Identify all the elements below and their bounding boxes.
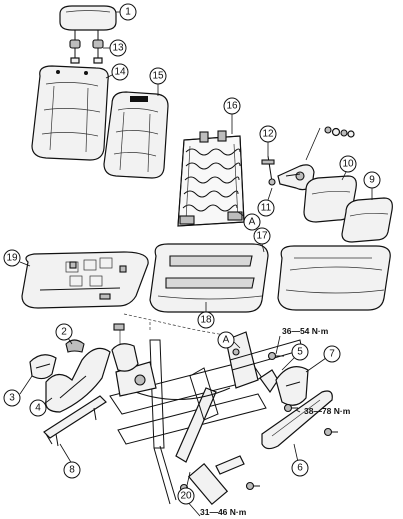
headrest-guides: [69, 39, 104, 64]
cushion-base: [21, 251, 149, 309]
callout-label: 10: [342, 159, 354, 170]
callout-A-top: A: [243, 213, 261, 231]
callout-13: 13: [109, 39, 127, 57]
callout-14: 14: [111, 63, 129, 81]
torque-label: 31—46 N·m: [200, 507, 247, 517]
callout-label: 16: [226, 101, 238, 112]
callout-label: A: [223, 335, 230, 346]
callout-7: 7: [323, 345, 341, 363]
headrest: [59, 5, 117, 40]
callout-11: 11: [257, 199, 275, 217]
torque-spec-36-54: 36—54 N·m: [282, 326, 329, 336]
torque-spec-31-46: 31—46 N·m: [200, 507, 247, 517]
callout-label: 1: [125, 7, 131, 18]
torque-label: 38—78 N·m: [304, 406, 351, 416]
seatback-frame: [177, 130, 245, 227]
callout-17: 17: [253, 227, 271, 245]
callout-15: 15: [149, 67, 167, 85]
callout-label: 17: [256, 231, 268, 242]
callout-label: A: [249, 217, 256, 228]
adjuster-handles: [29, 339, 139, 413]
callout-6: 6: [291, 459, 309, 477]
callout-label: 20: [180, 491, 192, 502]
cushion-trim: [277, 245, 391, 311]
bolt: [245, 481, 260, 491]
callout-label: 14: [114, 67, 126, 78]
callout-label: 19: [6, 253, 18, 264]
callout-9: 9: [363, 171, 381, 189]
seatback-trim: [31, 65, 109, 161]
callout-5: 5: [291, 343, 309, 361]
callout-label: 5: [297, 347, 303, 358]
side-trim-parts: [215, 366, 333, 475]
callout-label: 15: [152, 71, 164, 82]
callout-1: 1: [119, 3, 137, 21]
callout-2: 2: [55, 323, 73, 341]
callout-10: 10: [339, 155, 357, 173]
callout-label: 3: [9, 393, 15, 404]
armrest-cover: [341, 197, 393, 243]
callout-label: 7: [329, 349, 335, 360]
seat-track-frame: [109, 323, 303, 506]
bolt: [323, 427, 338, 437]
callout-label: 13: [112, 43, 124, 54]
callout-label: 4: [35, 403, 41, 414]
callout-label: 18: [200, 315, 212, 326]
lower-rail: [43, 395, 107, 447]
torque-label: 36—54 N·m: [282, 326, 329, 336]
callout-16: 16: [223, 97, 241, 115]
callout-4: 4: [29, 399, 47, 417]
torque-spec-38-78: 38—78 N·m: [304, 406, 351, 416]
callout-12: 12: [259, 125, 277, 143]
callout-19: 19: [3, 249, 21, 267]
callout-label: 8: [69, 465, 75, 476]
callout-8: 8: [63, 461, 81, 479]
callout-label: 2: [61, 327, 67, 338]
callout-18: 18: [197, 311, 215, 329]
callout-label: 9: [369, 175, 375, 186]
washers: [305, 126, 355, 161]
recliner-parts: [261, 155, 315, 191]
bolt: [267, 351, 284, 361]
bolt: [283, 403, 298, 413]
cushion-pad: [149, 243, 269, 313]
callout-label: 12: [262, 129, 274, 140]
callout-A-bottom: A: [217, 331, 235, 349]
seatback-pad: [103, 91, 169, 179]
callout-3: 3: [3, 389, 21, 407]
callout-label: 6: [297, 463, 303, 474]
callout-label: 11: [261, 203, 272, 214]
callout-20: 20: [177, 487, 195, 505]
